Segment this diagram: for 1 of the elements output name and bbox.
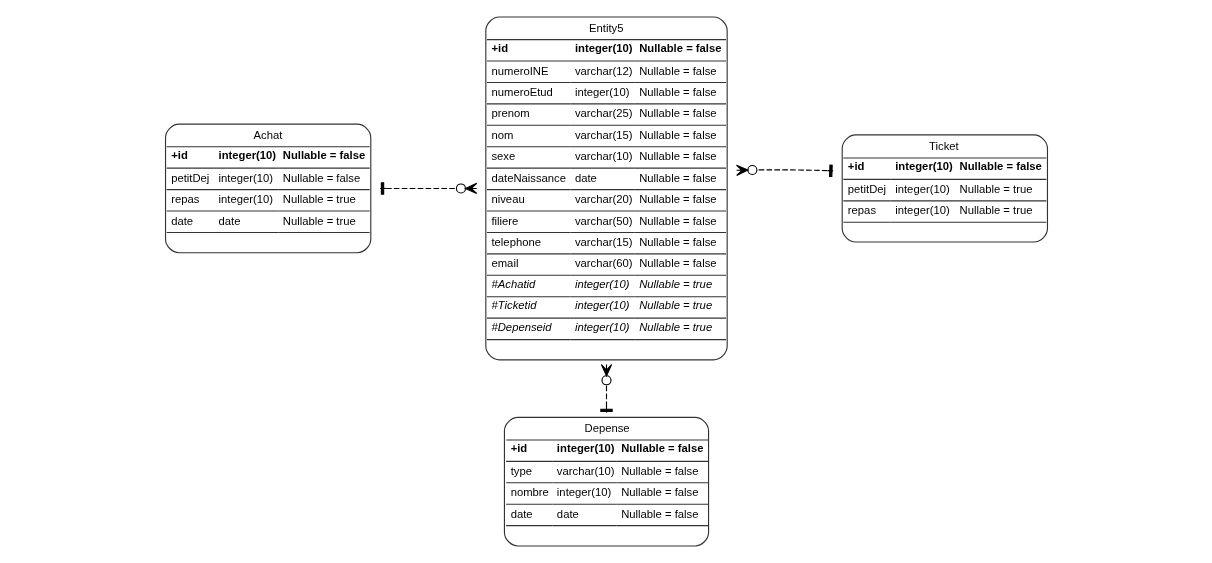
connector: [735, 164, 834, 178]
